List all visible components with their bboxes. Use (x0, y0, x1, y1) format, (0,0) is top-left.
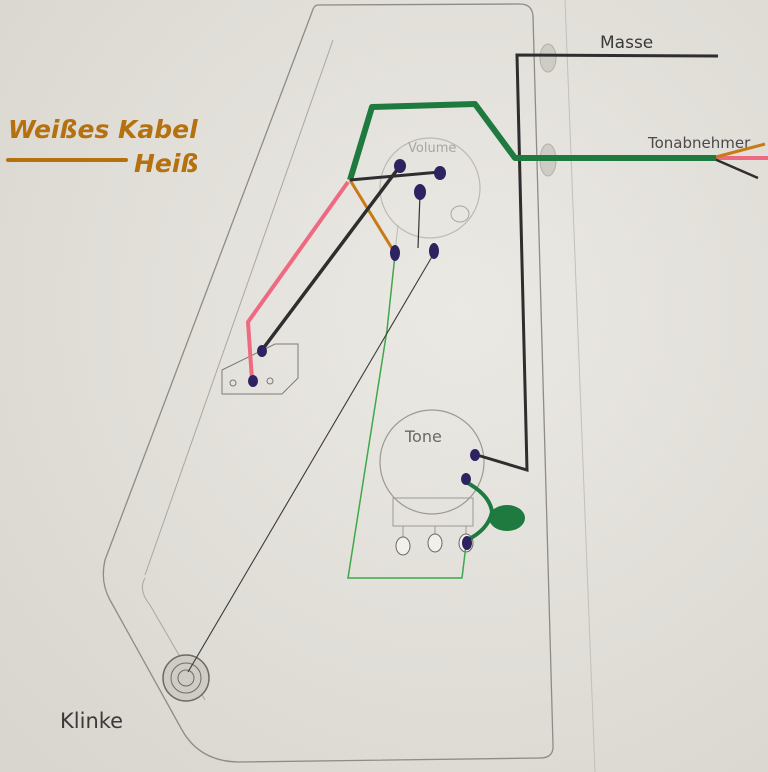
pickup-shield-cable (347, 101, 716, 181)
pickguard-inner-line (144, 39, 334, 576)
thin-green-wire (347, 254, 467, 579)
screw-hole (539, 43, 557, 73)
tone-lug-2 (427, 533, 443, 553)
tone-lug-1 (395, 536, 411, 556)
ground-wire (476, 53, 719, 473)
output-jack (162, 654, 210, 702)
label-ground: Masse (600, 33, 653, 53)
switch-bracket (221, 343, 299, 395)
pickup-orange-tail (711, 142, 766, 160)
black-wire-volume (349, 170, 441, 182)
label-volume: Volume (408, 141, 456, 156)
pink-wire (245, 180, 350, 381)
volume-wiper-wire (417, 193, 421, 249)
orange-hot-wire (348, 179, 395, 251)
legend-meaning: Heiß (134, 149, 198, 178)
tone-pot (379, 409, 485, 515)
volume-pot (379, 137, 481, 239)
pickguard-inner-curve (141, 577, 206, 701)
legend-wire-label: Weißes Kabel (8, 115, 198, 144)
tone-capacitor (489, 505, 525, 531)
black-wire-switch (260, 164, 402, 352)
pickup-black-tail (711, 156, 759, 180)
label-tone: Tone (404, 427, 442, 446)
solder-points (248, 159, 480, 550)
thin-black-wire-to-jack (187, 254, 434, 673)
pickguard-outline (102, 3, 554, 763)
tone-pot-body (392, 497, 474, 527)
label-jack: Klinke (60, 709, 123, 733)
body-edge-line (564, 0, 596, 772)
label-pickup: Tonabnehmer (647, 134, 751, 152)
volume-pot-shaft (450, 205, 470, 223)
